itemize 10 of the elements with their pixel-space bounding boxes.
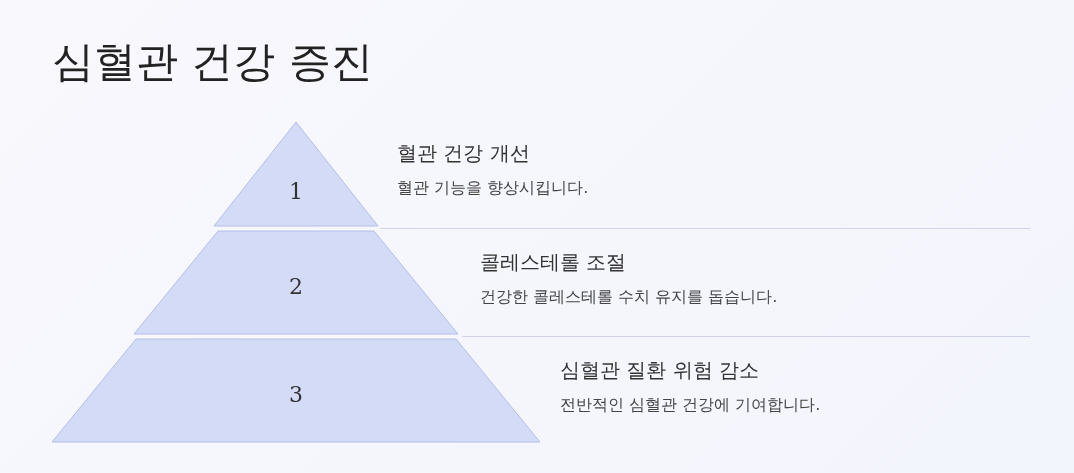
layer-heading: 혈관 건강 개선 (397, 140, 530, 167)
layer-heading: 심혈관 질환 위험 감소 (560, 357, 760, 384)
layer-description: 건강한 콜레스테롤 수치 유지를 돕습니다. (480, 287, 778, 308)
layer-number: 2 (288, 274, 304, 300)
layer-number: 3 (288, 382, 304, 408)
diagram-title: 심혈관 건강 증진 (52, 36, 373, 88)
layer-number: 1 (288, 179, 304, 205)
layer-description: 전반적인 심혈관 건강에 기여합니다. (560, 395, 821, 416)
layer-description: 혈관 기능을 향상시킵니다. (397, 178, 589, 199)
layer-heading: 콜레스테롤 조절 (480, 249, 627, 276)
